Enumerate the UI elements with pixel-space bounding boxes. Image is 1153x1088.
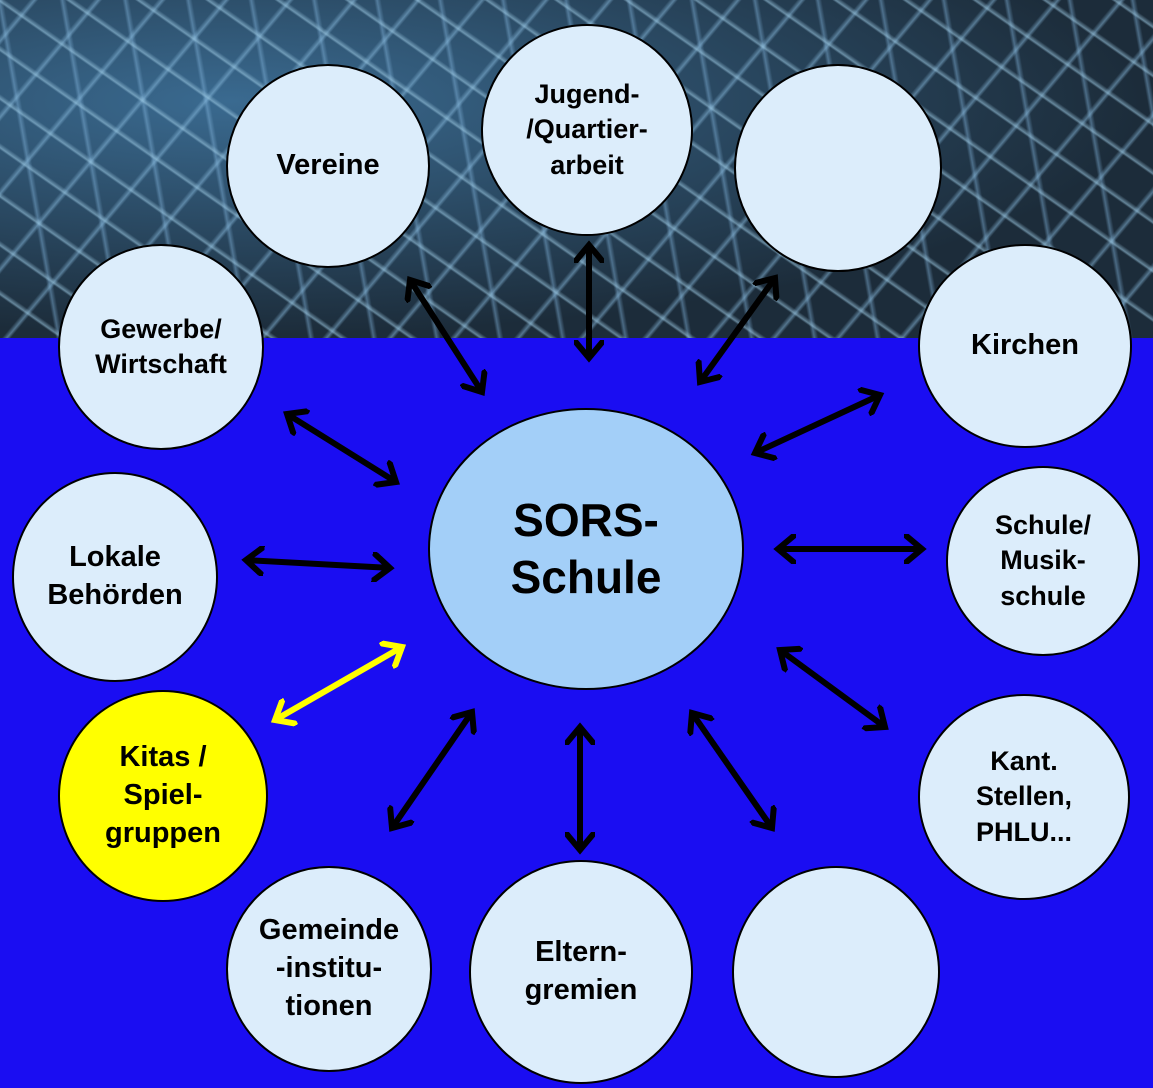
arrow-gewerbe xyxy=(287,414,396,482)
arrow-top-right xyxy=(700,278,775,382)
arrow-kant xyxy=(780,650,885,727)
node-schule: Schule/ Musik- schule xyxy=(946,466,1140,656)
node-gemeinde: Gemeinde -institu- tionen xyxy=(226,866,432,1072)
node-gewerbe: Gewerbe/ Wirtschaft xyxy=(58,244,264,450)
arrow-bottom-right xyxy=(692,713,772,828)
arrow-lokale xyxy=(246,560,390,568)
node-blank-top-right xyxy=(734,64,942,272)
node-jugend: Jugend- /Quartier- arbeit xyxy=(481,24,693,236)
arrow-kirchen xyxy=(755,395,880,453)
node-eltern: Eltern- gremien xyxy=(469,860,693,1084)
node-kirchen: Kirchen xyxy=(918,244,1132,448)
node-kant: Kant. Stellen, PHLU... xyxy=(918,694,1130,900)
node-vereine: Vereine xyxy=(226,64,430,268)
arrow-kitas xyxy=(275,647,402,720)
node-kitas: Kitas / Spiel- gruppen xyxy=(58,690,268,902)
node-lokale: Lokale Behörden xyxy=(12,472,218,682)
center-node-sors-schule: SORS- Schule xyxy=(428,408,744,690)
node-blank-bottom-right xyxy=(732,866,940,1078)
arrow-vereine xyxy=(410,280,482,392)
arrow-gemeinde xyxy=(392,712,472,828)
